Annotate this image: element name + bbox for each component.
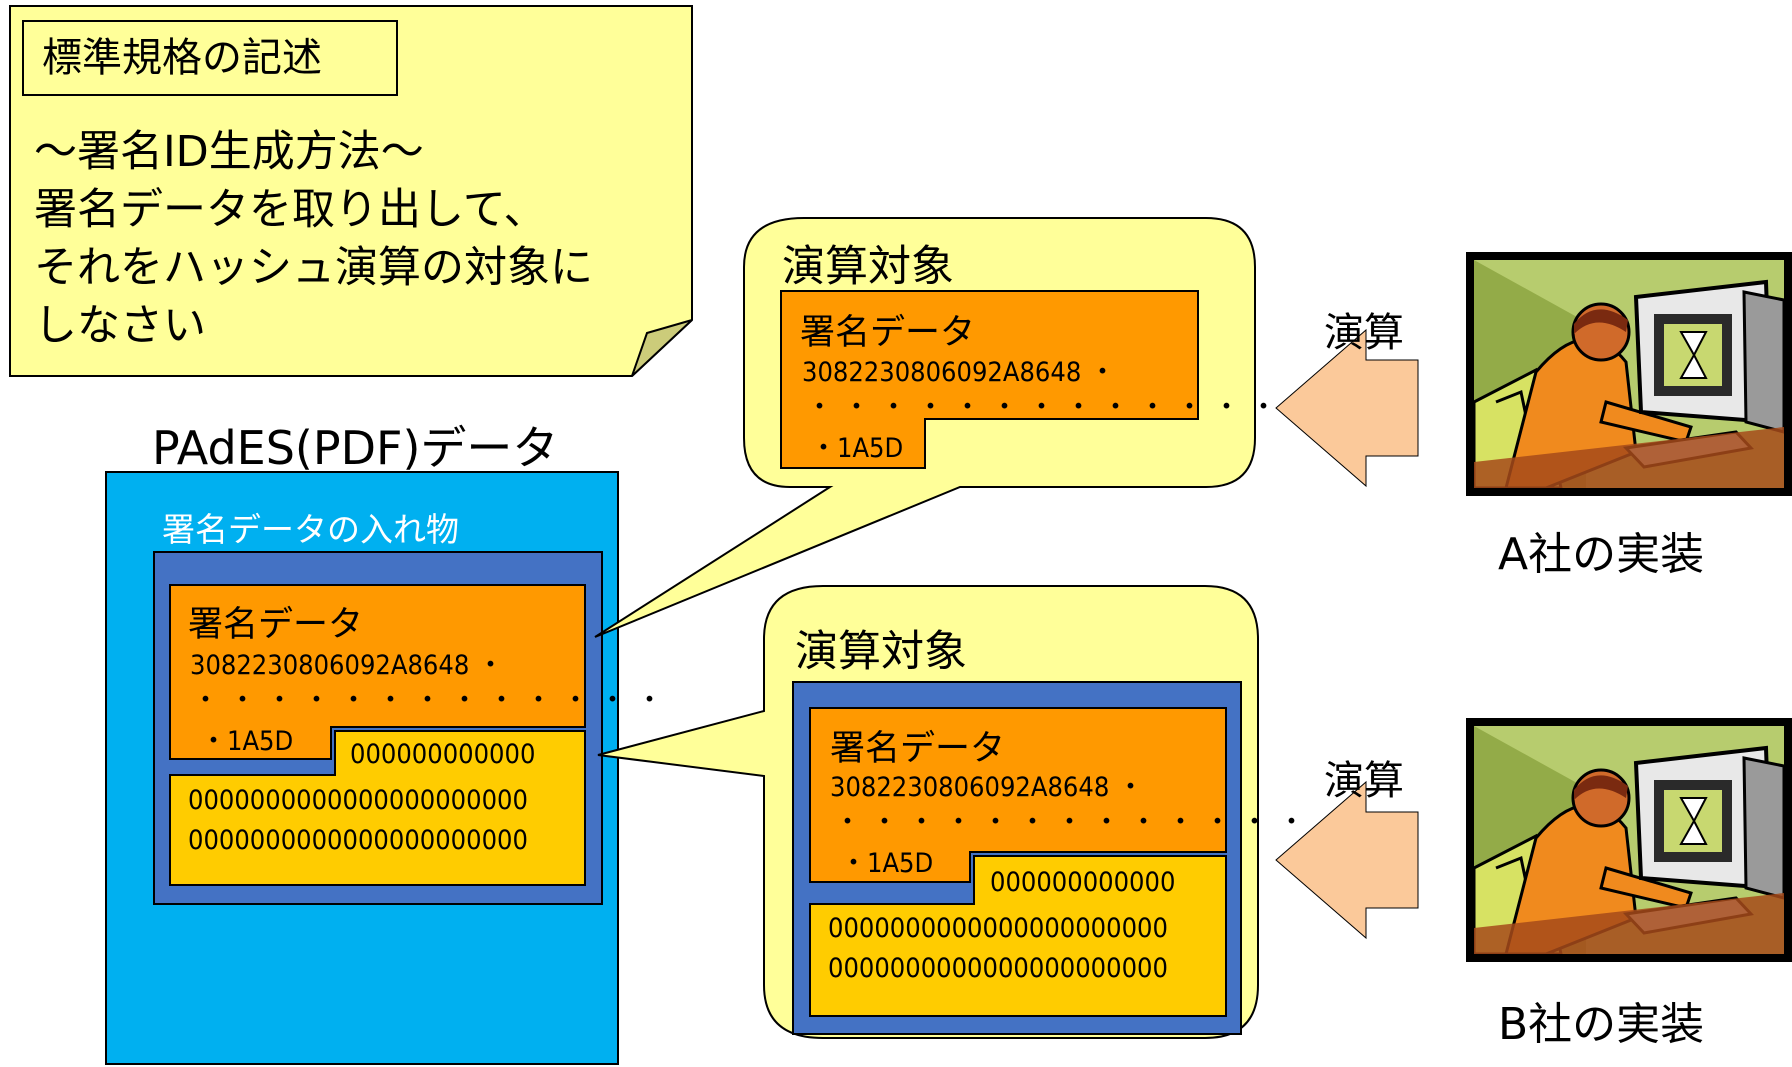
calc-label-a: 演算	[1324, 310, 1404, 356]
arrow-a	[1275, 328, 1419, 488]
bubble-a-signature-end: ・1A5D	[810, 433, 904, 464]
bubble-b-title: 演算対象	[795, 627, 967, 677]
bubble-a-title: 演算対象	[782, 242, 954, 292]
note-line-3: それをハッシュ演算の対象に	[34, 243, 593, 293]
company-a-impl-label: A社の実装	[1498, 529, 1705, 580]
pades-signature-title: 署名データ	[188, 605, 364, 645]
bubble-a-signature-title: 署名データ	[800, 313, 976, 353]
pades-padding-block	[169, 730, 586, 886]
pades-padding-row-1: 000000000000	[350, 739, 536, 770]
note-line-4: しなさい	[34, 301, 206, 351]
bubble-b-signature-dots: ・・・・・・・・・・・・・	[834, 807, 1315, 838]
pades-padding-row-2: 0000000000000000000000	[188, 785, 528, 816]
bubble-a-signature-hex: 3082230806092A8648 ・	[802, 357, 1116, 388]
pades-signature-dots: ・・・・・・・・・・・・・	[192, 685, 673, 716]
computer-user-icon-b	[1466, 718, 1792, 962]
pades-title: PAdES(PDF)データ	[152, 421, 559, 475]
note-fold	[631, 319, 693, 377]
bubble-a-signature-dots: ・・・・・・・・・・・・・	[806, 392, 1287, 423]
bubble-b-padding-row-1: 000000000000	[990, 867, 1176, 898]
note-title: 標準規格の記述	[22, 20, 398, 96]
bubble-b-padding-block	[809, 855, 1227, 1017]
computer-user-icon-a	[1466, 252, 1792, 496]
note-line-1: ～署名ID生成方法～	[34, 127, 424, 177]
signature-container-label: 署名データの入れ物	[162, 510, 459, 549]
company-b-impl-label: B社の実装	[1498, 999, 1705, 1050]
bubble-a-signature-block	[780, 290, 1199, 469]
bubble-b-signature-end: ・1A5D	[840, 848, 934, 879]
pades-padding-row-3: 0000000000000000000000	[188, 825, 528, 856]
bubble-b-signature-hex: 3082230806092A8648 ・	[830, 772, 1144, 803]
bubble-b-padding-row-3: 0000000000000000000000	[828, 953, 1168, 984]
bubble-b-signature-title: 署名データ	[830, 729, 1006, 769]
pades-signature-end: ・1A5D	[200, 726, 294, 757]
arrow-b	[1275, 780, 1419, 940]
note-line-2: 署名データを取り出して、	[34, 185, 547, 235]
pades-signature-hex: 3082230806092A8648 ・	[190, 650, 504, 681]
bubble-b-padding-row-2: 0000000000000000000000	[828, 913, 1168, 944]
calc-label-b: 演算	[1324, 758, 1404, 804]
pades-signature-block	[169, 584, 586, 760]
bubble-b-signature-block	[809, 707, 1227, 883]
